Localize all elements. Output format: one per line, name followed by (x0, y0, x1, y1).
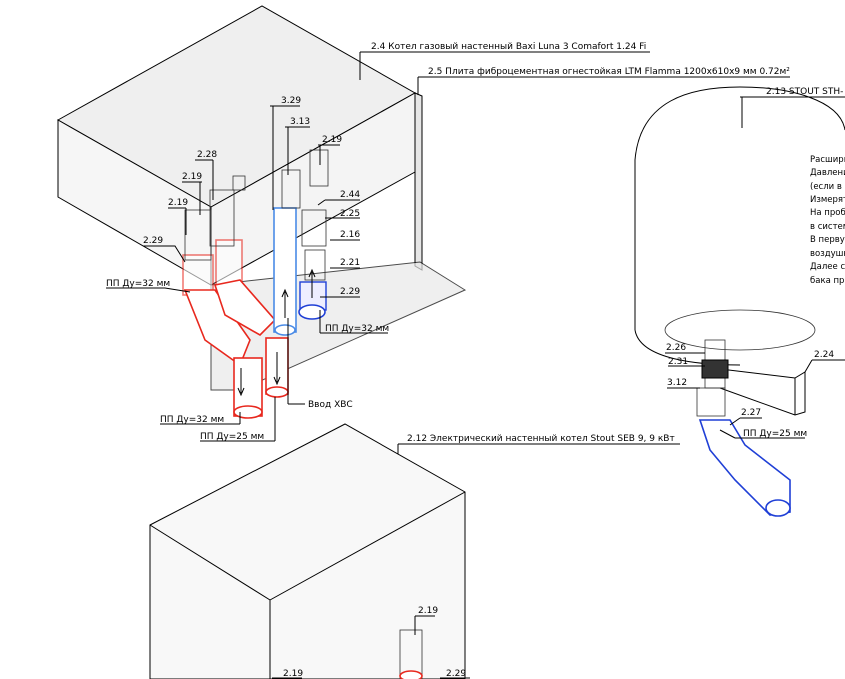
label-2-29: 2.29 (340, 287, 360, 297)
label-2-31: 2.31 (668, 357, 688, 367)
note-line: воздушн (810, 249, 845, 259)
label-2-27: 2.27 (741, 408, 761, 418)
gas-boiler (56, 5, 417, 286)
note-line: На пробл (810, 208, 845, 218)
note-line: в систем (810, 222, 845, 232)
label-pipe-25: ПП Ду=25 мм (200, 432, 264, 442)
note-line: Измерят (810, 195, 845, 205)
label-2-29: 2.29 (446, 669, 466, 679)
note-line: (если в с (810, 182, 845, 192)
label-tank: 2.13 STOUT STH- (766, 87, 843, 97)
label-2-19: 2.19 (322, 135, 342, 145)
label-2-16: 2.16 (340, 230, 360, 240)
label-pipe-32: ПП Ду=32 мм (325, 324, 389, 334)
label-cold-water-inlet: Ввод ХВС (308, 400, 353, 410)
label-pipe-32: ПП Ду=32 мм (106, 279, 170, 289)
valve-assembly (184, 149, 329, 320)
label-3-29: 3.29 (281, 96, 301, 106)
cold-water-pipe (273, 207, 297, 336)
label-2-26: 2.26 (666, 343, 686, 353)
label-2-29: 2.29 (143, 236, 163, 246)
labels: 2.4 Котел газовый настенный Baxi Luna 3 … (106, 42, 843, 679)
label-electric-boiler: 2.12 Электрический настенный котел Stout… (407, 434, 675, 444)
note-line: Далее с (810, 262, 845, 272)
supply-pipes (182, 239, 289, 419)
expansion-tank (634, 86, 845, 517)
label-3-13: 3.13 (290, 117, 310, 127)
label-2-21: 2.21 (340, 258, 360, 268)
note-line: Расшири (810, 155, 845, 165)
note-line: Давлени (810, 168, 845, 178)
label-gas-boiler: 2.4 Котел газовый настенный Baxi Luna 3 … (371, 42, 646, 52)
note-line: В первун (810, 235, 845, 245)
label-3-12: 3.12 (667, 378, 687, 388)
label-fibro-plate: 2.5 Плита фиброцементная огнестойкая LTM… (428, 67, 790, 77)
label-2-28: 2.28 (197, 150, 217, 160)
label-2-25: 2.25 (340, 209, 360, 219)
electric-boiler (149, 423, 470, 679)
label-2-19: 2.19 (418, 606, 438, 616)
label-2-19: 2.19 (283, 669, 303, 679)
cap-fitting (232, 175, 246, 191)
label-2-19: 2.19 (182, 172, 202, 182)
label-pipe-25: ПП Ду=25 мм (743, 429, 807, 439)
label-pipe-32: ПП Ду=32 мм (160, 415, 224, 425)
label-2-44: 2.44 (340, 190, 360, 200)
note-line: бака пр (810, 276, 844, 286)
tank-notes: Расшири Давлени (если в с Измерят На про… (810, 155, 845, 286)
label-2-19: 2.19 (168, 198, 188, 208)
label-2-24: 2.24 (814, 350, 834, 360)
